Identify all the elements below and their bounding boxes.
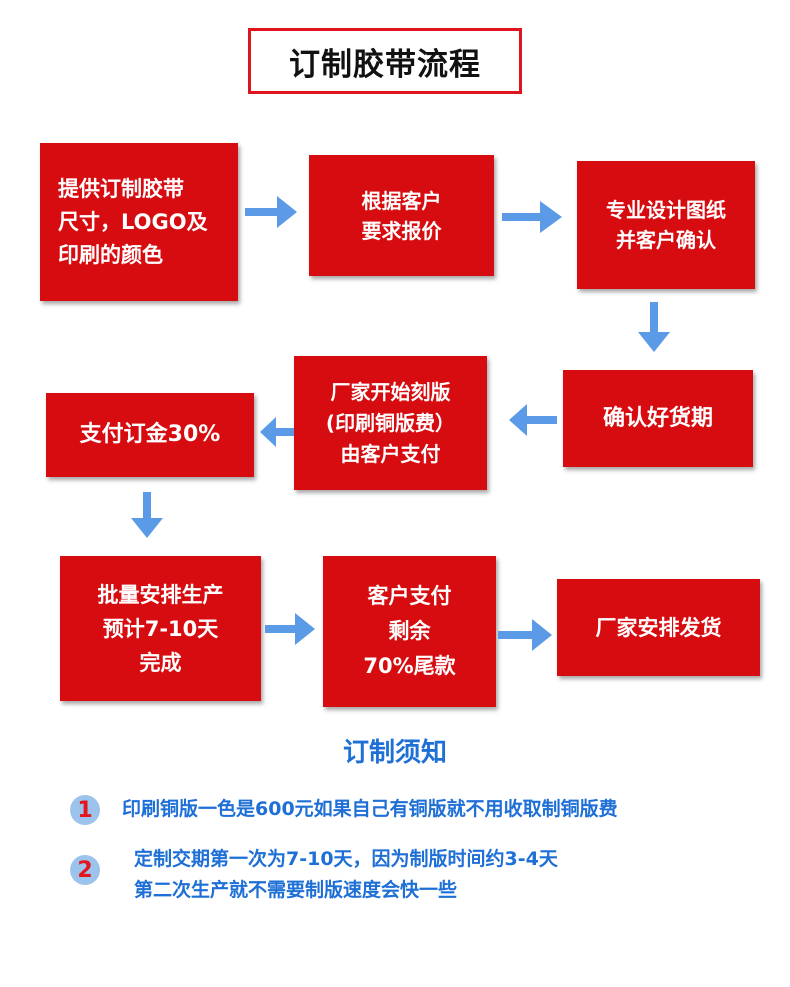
arrow-right-icon: [502, 201, 562, 233]
arrow-down-icon: [638, 302, 670, 352]
step-ship: 厂家安排发货: [557, 579, 760, 676]
step-quote: 根据客户 要求报价: [309, 155, 494, 276]
note-text: 印刷铜版一色是600元如果自己有铜版就不用收取制铜版费: [122, 798, 618, 820]
note-text: 定制交期第一次为7-10天，因为制版时间约3-4天 第二次生产就不需要制版速度会…: [134, 848, 558, 901]
arrow-right-icon: [265, 613, 315, 645]
arrow-right-icon: [245, 196, 297, 228]
step-provide-size: 提供订制胶带 尺寸，LOGO及 印刷的颜色: [40, 143, 238, 301]
title-box: 订制胶带流程: [248, 28, 522, 94]
step-deposit: 支付订金30%: [46, 393, 254, 477]
step-confirm-date: 确认好货期: [563, 370, 753, 467]
step-balance: 客户支付 剩余 70%尾款: [323, 556, 496, 707]
arrow-down-icon: [131, 492, 163, 538]
page-title: 订制胶带流程: [289, 46, 481, 83]
note-number-badge: 1: [70, 795, 100, 825]
notes-title: 订制须知: [342, 738, 447, 768]
arrow-left-icon: [260, 417, 294, 447]
step-engrave: 厂家开始刻版 (印刷铜版费） 由客户支付: [294, 356, 487, 490]
step-design: 专业设计图纸 并客户确认: [577, 161, 755, 289]
arrow-left-icon: [509, 404, 557, 436]
arrow-right-icon: [498, 619, 552, 651]
note-number-badge: 2: [70, 855, 100, 885]
step-production: 批量安排生产 预计7-10天 完成: [60, 556, 261, 701]
